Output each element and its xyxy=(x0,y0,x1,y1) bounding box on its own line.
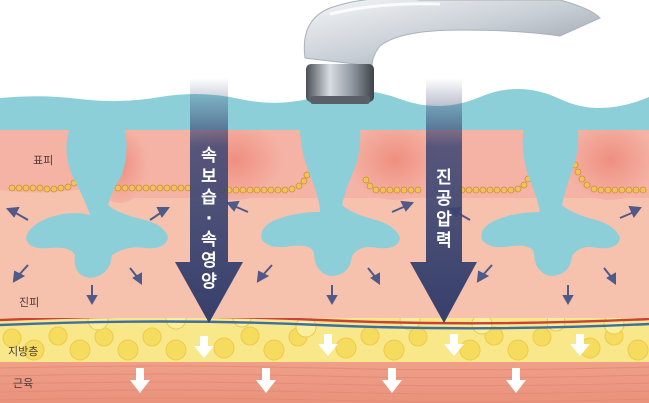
label-muscle: 근육 xyxy=(13,375,33,391)
label-fat-layer: 지방층 xyxy=(8,343,38,359)
label-epidermis: 표피 xyxy=(33,152,53,168)
label-dermis: 진피 xyxy=(19,294,39,310)
muscle-layer xyxy=(0,360,649,403)
surface-layer xyxy=(0,89,649,278)
